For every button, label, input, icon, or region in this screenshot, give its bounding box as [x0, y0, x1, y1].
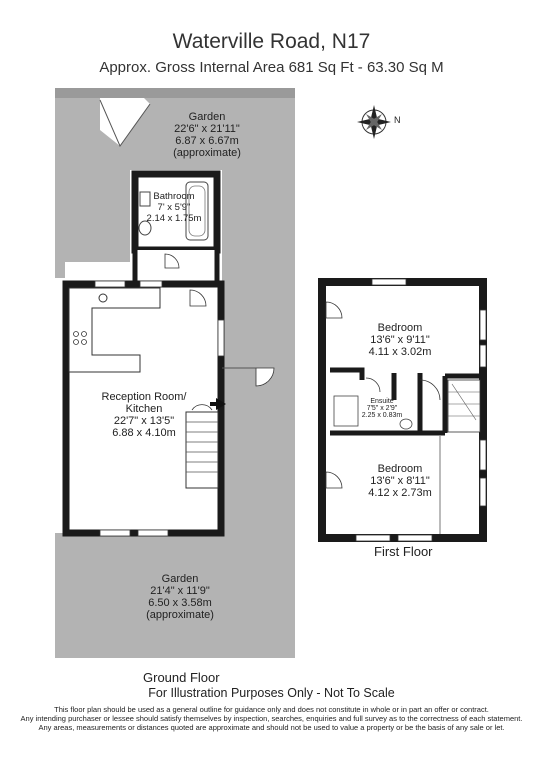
bedroom-1-dims-metric: 4.11 x 3.02m	[368, 346, 432, 358]
kitchen-sink	[98, 293, 108, 303]
illustration-notice: For Illustration Purposes Only - Not To …	[148, 686, 395, 700]
garden-left-strip	[55, 118, 65, 278]
garden-bottom-dims-imperial: 21'4" x 11'9"	[150, 585, 210, 597]
garden-wedge-line	[99, 99, 151, 148]
disclaimer-line-1: This floor plan should be used as a gene…	[54, 705, 489, 714]
garden-top-name: Garden	[188, 111, 226, 123]
floor-label-ground: Ground Floor	[143, 670, 220, 685]
room-label-bedroom-1: Bedroom 13'6" x 9'11" 4.11 x 3.02m	[352, 322, 448, 358]
ensuite-shower	[333, 395, 359, 427]
kitchen-hob	[73, 331, 87, 345]
hall-door-arc	[164, 253, 180, 269]
room-label-garden-top: Garden 22'6" x 21'11" 6.87 x 6.67m (appr…	[158, 111, 256, 159]
entrance-arrow	[210, 398, 226, 410]
bedroom-1-name: Bedroom	[377, 322, 423, 334]
reception-name-line2: Kitchen	[125, 403, 163, 415]
floor-label-first: First Floor	[374, 544, 433, 559]
kitchen-counter	[68, 287, 161, 373]
garden-side-strip	[222, 170, 295, 540]
bathroom-basin	[139, 191, 151, 207]
compass-north-label: N	[394, 115, 401, 125]
bedroom-2-name: Bedroom	[377, 463, 423, 475]
plan-title: Waterville Road, N17	[172, 30, 371, 53]
staircase-ground	[185, 404, 219, 489]
bedroom-2-dims-metric: 4.12 x 2.73m	[368, 487, 432, 499]
garden-wedge-cut	[100, 96, 150, 146]
ensuite-walls	[330, 367, 445, 436]
reception-dims-metric: 6.88 x 4.10m	[112, 427, 176, 439]
garden-top-note: (approximate)	[173, 147, 241, 159]
room-label-reception: Reception Room/ Kitchen 22'7" x 13'5" 6.…	[92, 391, 196, 439]
room-label-bedroom-2: Bedroom 13'6" x 8'11" 4.12 x 2.73m	[352, 463, 448, 499]
staircase-first	[447, 379, 481, 433]
room-label-bathroom: Bathroom 7' x 5'9" 2.14 x 1.75m	[139, 191, 209, 224]
garden-top-boundary	[55, 88, 295, 98]
ensuite-toilet	[399, 418, 413, 430]
bathtub	[185, 181, 209, 241]
garden-top-dims-imperial: 22'6" x 21'11"	[174, 123, 240, 135]
bedroom-2-dims-imperial: 13'6" x 8'11"	[370, 475, 430, 487]
garden-bottom-area	[55, 533, 295, 658]
room-label-ensuite: Ensuite 7'5" x 2'9" 2.25 x 0.83m	[360, 398, 404, 419]
reception-dims-imperial: 22'7" x 13'5"	[113, 415, 175, 427]
garden-top-dims-metric: 6.87 x 6.67m	[175, 135, 239, 147]
disclaimer-line-3: Any areas, measurements or distances quo…	[38, 723, 505, 732]
ensuite-dims-metric: 2.25 x 0.83m	[361, 412, 403, 419]
side-door-arc	[255, 367, 275, 387]
compass-rose	[357, 105, 391, 139]
bathroom-toilet	[138, 220, 152, 236]
bathroom-dims-metric: 2.14 x 1.75m	[146, 213, 202, 224]
bedroom-1-dims-imperial: 13'6" x 9'11"	[370, 334, 430, 346]
garden-bottom-name: Garden	[161, 573, 199, 585]
garden-bottom-dims-metric: 6.50 x 3.58m	[148, 597, 212, 609]
reception-name-line1: Reception Room/	[101, 391, 187, 403]
ensuite-dims-imperial: 7'5" x 2'9"	[366, 405, 398, 412]
reception-door-arc	[189, 289, 207, 307]
plan-area-subtitle: Approx. Gross Internal Area 681 Sq Ft - …	[99, 59, 444, 76]
bathroom-name: Bathroom	[153, 191, 195, 202]
bathroom-dims-imperial: 7' x 5'9"	[157, 202, 191, 213]
room-label-garden-bottom: Garden 21'4" x 11'9" 6.50 x 3.58m (appro…	[130, 573, 230, 621]
disclaimer-line-2: Any intending purchaser or lessee should…	[20, 714, 523, 723]
ensuite-name: Ensuite	[370, 398, 394, 405]
garden-bottom-note: (approximate)	[146, 609, 214, 621]
